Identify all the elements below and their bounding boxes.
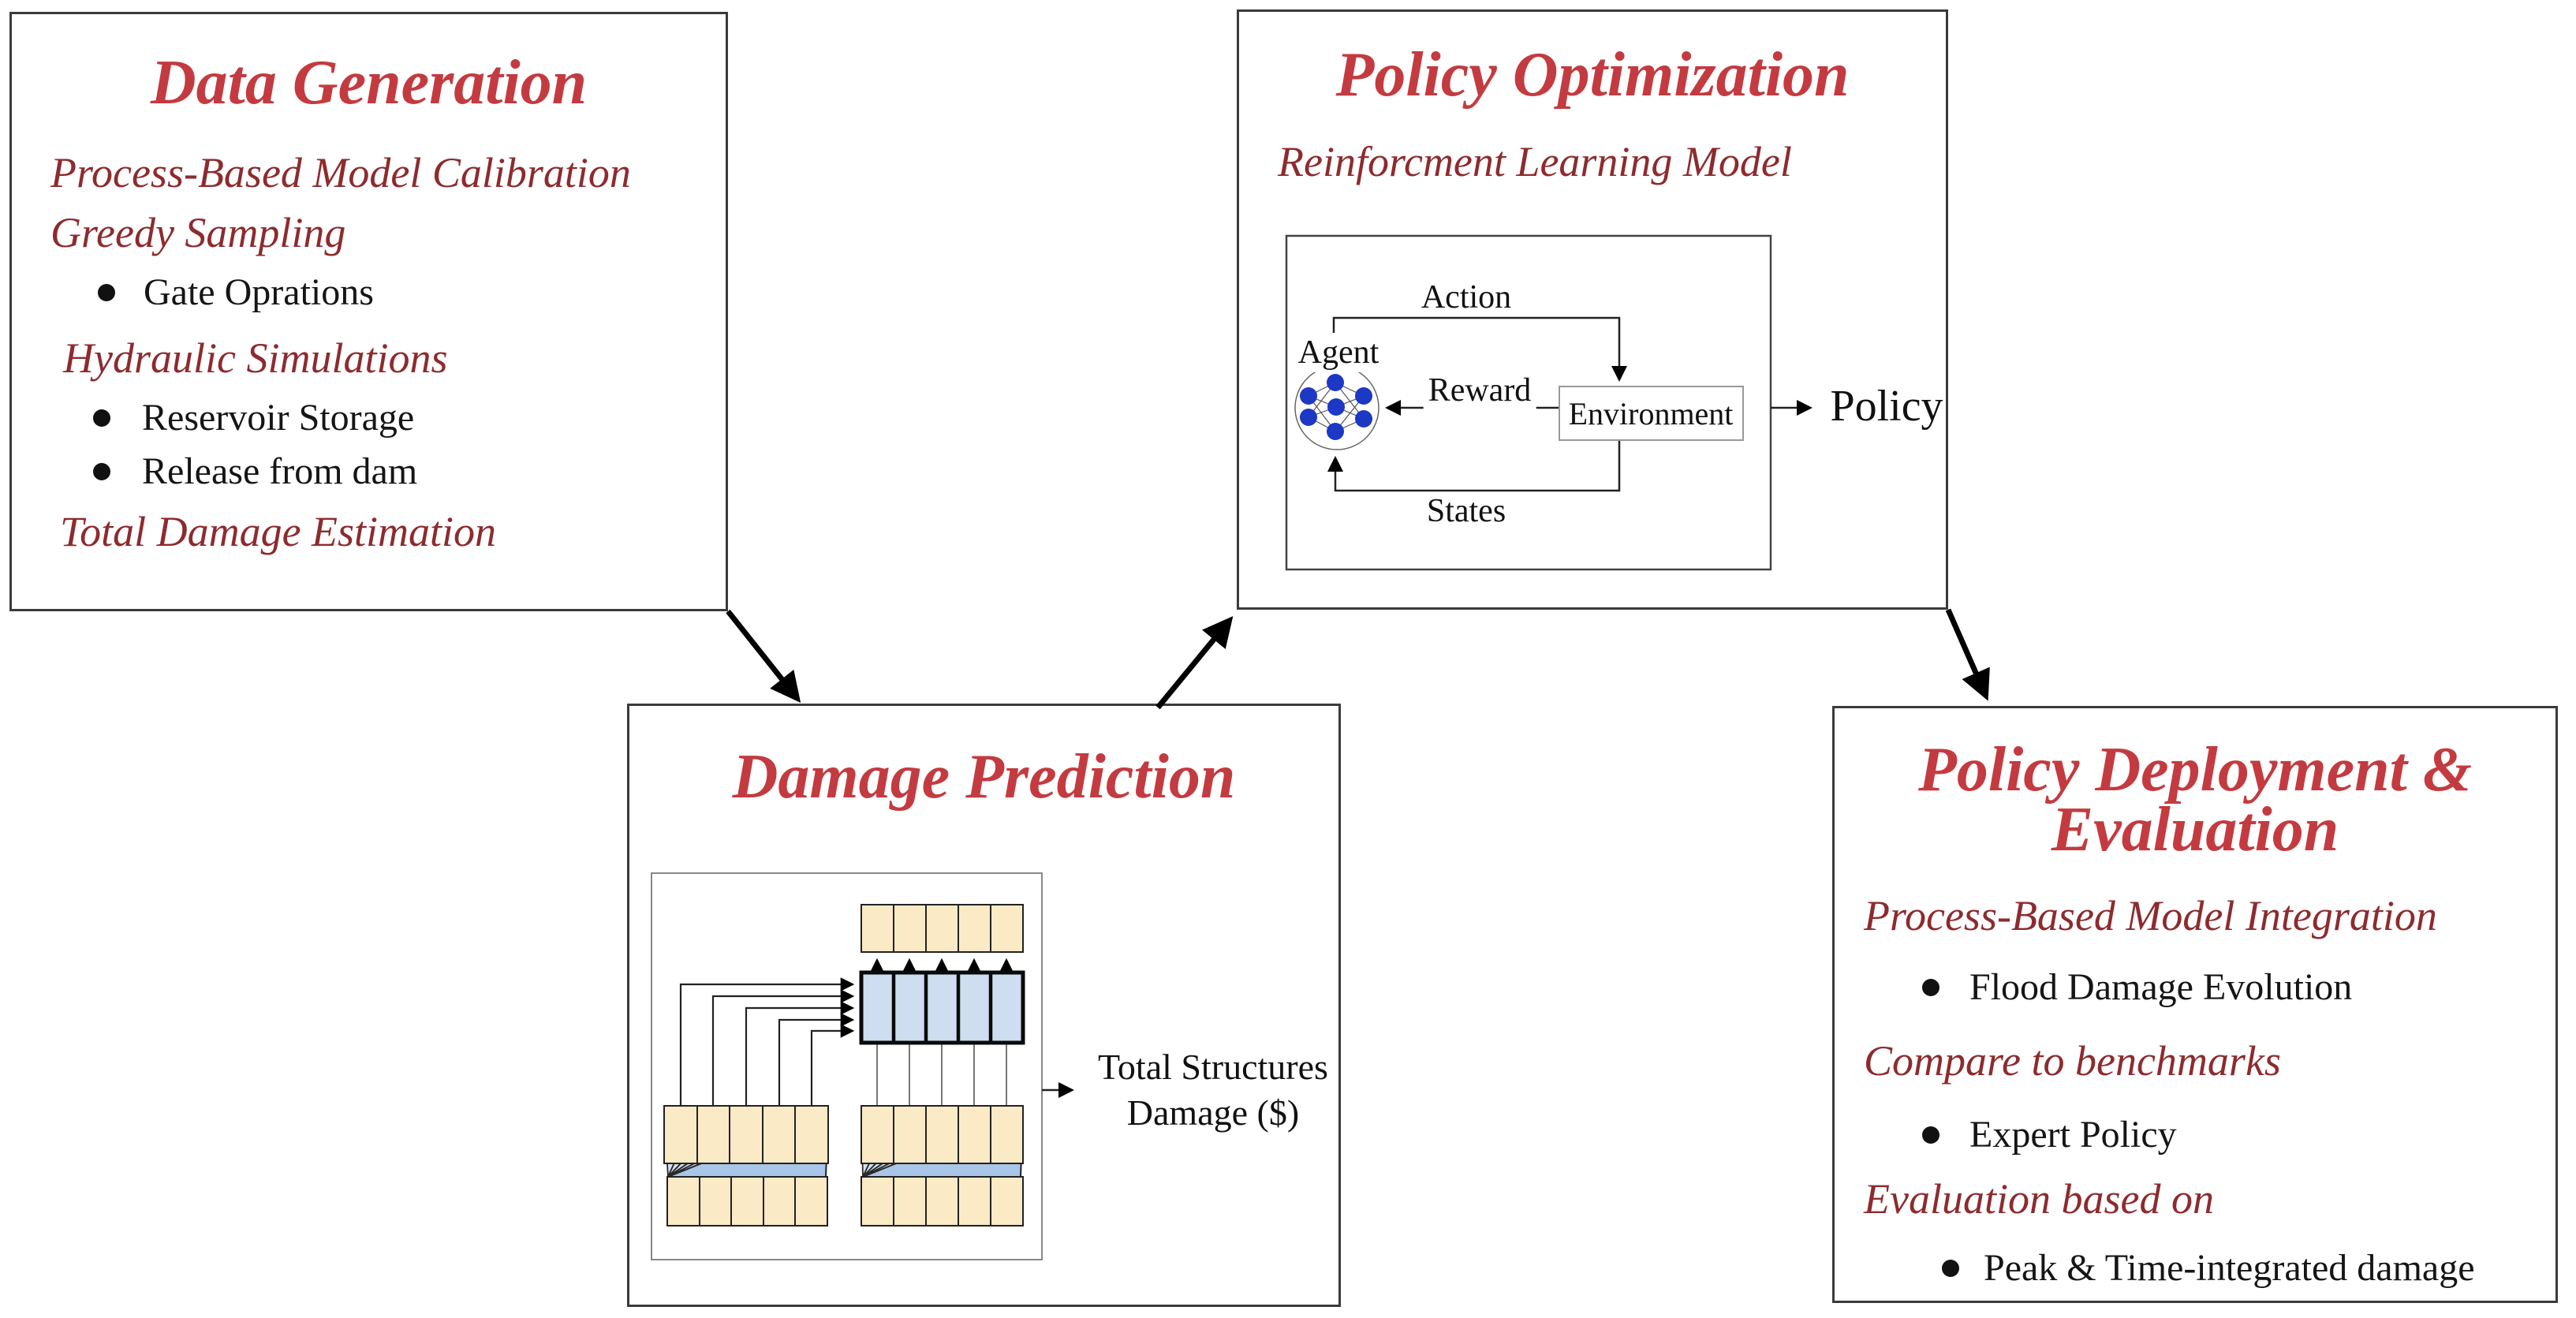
- bullet-icon: [93, 409, 110, 427]
- policy-deployment-title-line2: Evaluation: [2051, 795, 2339, 864]
- bullet-gate-operations: Gate Oprations: [144, 271, 374, 313]
- right-bottom-row: [861, 1176, 1024, 1227]
- subheader-greedy-sampling: Greedy Sampling: [50, 209, 346, 256]
- flow-arrows: [726, 608, 1990, 710]
- rl-reward-label: Reward: [1423, 371, 1536, 410]
- rl-states-path: [1327, 440, 1621, 492]
- rl-agent-label: Agent: [1293, 333, 1384, 372]
- left-mid-row: [663, 1105, 829, 1164]
- bullet-icon: [1922, 1126, 1939, 1144]
- bullet-icon: [93, 463, 110, 480]
- left-bottom-row: [666, 1176, 828, 1227]
- policy-deployment-title-line1: Policy Deployment &: [1917, 735, 2473, 805]
- right-mid-row: [861, 1105, 1024, 1164]
- top-row: [861, 904, 1024, 953]
- bullet-release-from-dam: Release from dam: [142, 450, 418, 492]
- arrow-damage-to-policyopt: [1155, 616, 1234, 710]
- agent-network-icon: [1294, 365, 1379, 450]
- subheader-rl-model: Reinforcment Learning Model: [1278, 138, 1792, 185]
- subheader-calibration: Process-Based Model Calibration: [50, 149, 631, 196]
- rl-action-label: Action: [1421, 279, 1512, 315]
- panel-policy-deployment: [1832, 706, 2558, 1303]
- bullet-flood-damage: Flood Damage Evolution: [1969, 966, 2353, 1008]
- tan-rows: [663, 904, 1024, 1227]
- bullet-icon: [1922, 979, 1939, 996]
- blue-to-row-lines: [876, 1043, 1007, 1106]
- encoder-connectors: [679, 977, 855, 1106]
- rl-states-label: States: [1426, 493, 1506, 529]
- panel-policy-optimization: [1237, 9, 1948, 610]
- subheader-compare-benchmarks: Compare to benchmarks: [1864, 1037, 2281, 1085]
- data-generation-title: Data Generation: [150, 48, 588, 118]
- rl-policy-output-label: Policy: [1830, 382, 1943, 431]
- subheader-total-damage: Total Damage Estimation: [60, 508, 497, 555]
- rl-inner-box: [1285, 234, 1772, 571]
- bullet-peak-damage: Peak & Time-integrated damage: [1984, 1247, 2475, 1289]
- blue-block: [859, 970, 1025, 1045]
- damage-prediction-title: Damage Prediction: [732, 742, 1236, 812]
- subheader-model-integration: Process-Based Model Integration: [1864, 892, 2437, 939]
- policy-optimization-title: Policy Optimization: [1335, 40, 1850, 110]
- damage-output-label: Total Structures Damage ($): [1079, 1044, 1347, 1136]
- rl-environment-label: Environment: [1568, 396, 1734, 431]
- arrow-datagen-to-damage: [726, 609, 801, 704]
- tan-row-dividers: [696, 905, 991, 1226]
- environment-box: [1559, 386, 1744, 441]
- arrow-policyopt-to-deploy: [1945, 608, 1990, 701]
- damage-network-diagram: [651, 872, 1074, 1260]
- damage-diagram-frame: [651, 872, 1043, 1260]
- damage-output-line2: Damage ($): [1126, 1092, 1300, 1133]
- damage-output-line1: Total Structures: [1098, 1047, 1328, 1087]
- panel-data-generation: [9, 12, 728, 611]
- bullet-icon: [1942, 1260, 1959, 1277]
- bullet-icon: [98, 284, 115, 301]
- bullet-reservoir-storage: Reservoir Storage: [142, 397, 415, 439]
- subheader-evaluation-based: Evaluation based on: [1864, 1175, 2214, 1223]
- subheader-hydraulic: Hydraulic Simulations: [63, 334, 448, 382]
- bullet-expert-policy: Expert Policy: [1969, 1114, 2177, 1156]
